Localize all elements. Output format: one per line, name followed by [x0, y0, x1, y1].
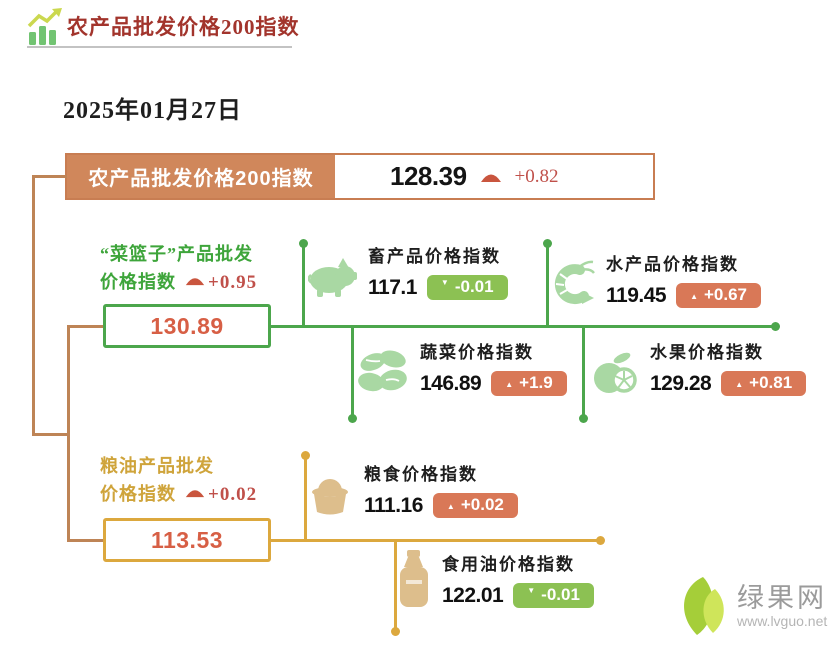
- fruit-index-item: 水果价格指数 129.28 ▲ +0.81: [592, 338, 807, 396]
- site-logo: 绿果网 www.lvguo.net: [675, 575, 827, 637]
- shrimp-icon: [554, 260, 595, 305]
- basket-index-box: 130.89: [103, 304, 271, 348]
- trend-chart-icon: [27, 8, 62, 45]
- fruit-icon: [594, 352, 637, 393]
- edible-oil-value: 122.01: [442, 583, 504, 607]
- connector-dot: [301, 451, 310, 460]
- fruit-value: 129.28: [650, 371, 712, 395]
- grain-oil-change: +0.02: [208, 484, 258, 505]
- grain-oil-title-line1: 粮油产品批发: [100, 456, 214, 476]
- basket-title-line1: “菜篮子”产品批发: [100, 244, 253, 264]
- connector-line: [32, 175, 67, 178]
- aquatic-change: +0.67: [704, 285, 748, 304]
- fruit-change-badge: ▲ +0.81: [721, 371, 807, 396]
- connector-line: [67, 325, 105, 328]
- connector-dot: [771, 322, 780, 331]
- down-triangle-icon: ▼: [440, 277, 449, 287]
- edible-oil-change: -0.01: [541, 585, 580, 604]
- aquatic-title: 水产品价格指数: [606, 255, 739, 274]
- connector-line: [67, 539, 105, 542]
- up-triangle-icon: ▲: [505, 379, 514, 389]
- main-index-box: 农产品批发价格200指数 128.39 +0.82: [65, 153, 655, 200]
- grain-value: 111.16: [364, 493, 423, 517]
- page-title: 农产品批发价格200指数: [67, 15, 300, 39]
- connector-line: [67, 325, 70, 542]
- connector-line: [546, 243, 549, 328]
- vegetable-change-badge: ▲ +1.9: [491, 371, 567, 396]
- connector-line: [270, 539, 602, 542]
- edible-oil-index-item: 食用油价格指数 122.01 ▼ -0.01: [396, 550, 594, 608]
- livestock-title: 畜产品价格指数: [368, 247, 501, 266]
- aquatic-index-item: 水产品价格指数 119.45 ▲ +0.67: [548, 250, 762, 308]
- edible-oil-title: 食用油价格指数: [442, 555, 575, 574]
- vegetable-index-item: 蔬菜价格指数 146.89 ▲ +1.9: [358, 338, 567, 396]
- logo-url: www.lvguo.net: [737, 613, 828, 629]
- grain-oil-index-box: 113.53: [103, 518, 271, 562]
- fruit-change: +0.81: [749, 373, 793, 392]
- aquatic-change-badge: ▲ +0.67: [676, 283, 762, 308]
- connector-line: [582, 327, 585, 419]
- vegetable-value: 146.89: [420, 371, 482, 395]
- vegetable-icon: [358, 350, 407, 392]
- main-index-value-area: 128.39 +0.82: [335, 155, 653, 198]
- livestock-value: 117.1: [368, 275, 417, 299]
- livestock-change-badge: ▼ -0.01: [426, 275, 508, 300]
- connector-dot: [596, 536, 605, 545]
- connector-dot: [543, 239, 552, 248]
- up-triangle-icon: ▲: [446, 501, 455, 511]
- main-index-change: +0.82: [514, 165, 559, 187]
- main-index-label: 农产品批发价格200指数: [67, 155, 335, 198]
- grain-change-badge: ▲ +0.02: [432, 493, 518, 518]
- basket-title-line2: 价格指数: [100, 272, 176, 292]
- connector-line: [32, 433, 70, 436]
- aquatic-value: 119.45: [606, 283, 667, 307]
- livestock-change: -0.01: [454, 277, 494, 296]
- connector-line: [302, 243, 305, 328]
- connector-dot: [348, 414, 357, 423]
- pig-icon: [308, 258, 357, 297]
- down-triangle-icon: ▼: [527, 585, 536, 595]
- fruit-title: 水果价格指数: [650, 343, 764, 362]
- grain-oil-index-value: 113.53: [150, 526, 224, 553]
- vegetable-title: 蔬菜价格指数: [420, 343, 534, 362]
- basket-index-value: 130.89: [150, 312, 224, 339]
- title-underline: [27, 46, 292, 48]
- connector-line: [351, 327, 354, 419]
- main-index-value: 128.39: [390, 161, 467, 191]
- up-arrow-icon: [185, 490, 205, 498]
- basket-group-title: “菜篮子”产品批发 价格指数 +0.95: [100, 240, 257, 297]
- connector-dot: [391, 627, 400, 636]
- grain-index-item: 粮食价格指数 111.16 ▲ +0.02: [306, 460, 518, 518]
- grain-title: 粮食价格指数: [364, 465, 478, 484]
- report-date: 2025年01月27日: [63, 98, 242, 124]
- connector-line: [32, 175, 35, 436]
- leaf-logo-icon: [684, 577, 724, 635]
- livestock-index-item: 畜产品价格指数 117.1 ▼ -0.01: [308, 242, 508, 300]
- connector-line: [394, 540, 397, 632]
- basket-change: +0.95: [208, 272, 258, 293]
- grain-oil-group-title: 粮油产品批发 价格指数 +0.02: [100, 452, 257, 509]
- grain-icon: [312, 479, 348, 515]
- up-arrow-icon: [185, 278, 205, 286]
- grain-change: +0.02: [460, 495, 504, 514]
- vegetable-change: +1.9: [519, 373, 553, 392]
- logo-name: 绿果网: [737, 583, 827, 613]
- edible-oil-change-badge: ▼ -0.01: [513, 583, 594, 608]
- up-triangle-icon: ▲: [690, 291, 698, 301]
- connector-dot: [579, 414, 588, 423]
- up-triangle-icon: ▲: [735, 379, 744, 389]
- connector-line: [304, 455, 307, 541]
- connector-dot: [299, 239, 308, 248]
- grain-oil-title-line2: 价格指数: [100, 484, 176, 504]
- oil-bottle-icon: [400, 550, 428, 607]
- up-arrow-icon: [480, 174, 501, 182]
- connector-line: [270, 325, 776, 328]
